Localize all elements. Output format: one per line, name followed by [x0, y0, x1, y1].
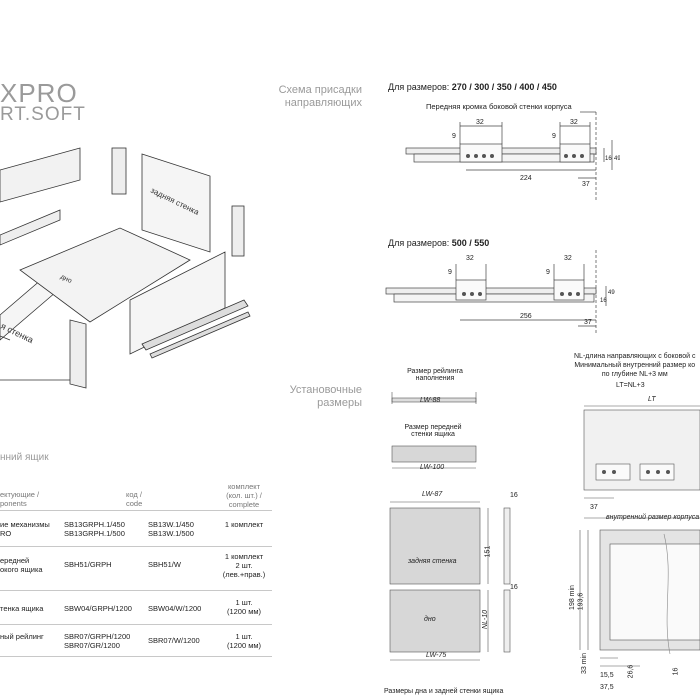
svg-text:9: 9 — [552, 133, 556, 140]
front-wall-dim: LW-100 — [420, 464, 445, 471]
header-complete: комплект(кол. шт.) /complete — [226, 482, 262, 509]
table-row: ередней окого ящика SBH51/GRPH SBH51/W 1… — [0, 546, 272, 591]
box-section-title: нний ящик — [0, 452, 49, 463]
inner-depth-label: внутренний размер корпуса — [606, 514, 700, 521]
install-dimensions-title: Установочные размеры — [289, 384, 362, 409]
thickness-16a: 16 — [510, 492, 518, 499]
dim-37-5: 37,5 — [600, 684, 614, 691]
table-row: ие механизмы RO SB13GRPH.1/450 SB13GRPH.… — [0, 510, 272, 547]
table-header: ектующие /ponents код /code комплект(кол… — [0, 466, 272, 511]
lt-label: LT — [648, 396, 656, 403]
dim-15-5: 15,5 — [600, 672, 614, 679]
svg-text:32: 32 — [466, 255, 474, 262]
svg-text:16: 16 — [600, 298, 607, 304]
table-row: ный рейлинг SBR07/GRPH/1200 SBR07/GR/120… — [0, 624, 272, 657]
back-bottom-drawing — [389, 501, 511, 661]
thickness-16b: 16 — [510, 584, 518, 591]
svg-text:32: 32 — [570, 119, 578, 126]
sizes-heading-2: Для размеров: 500 / 550 — [388, 238, 490, 248]
header-components: ектующие /ponents — [0, 490, 40, 508]
installation-drawing — [579, 405, 700, 667]
dim-33: 33 min — [581, 652, 589, 675]
front-edge-label: Передняя кромка боковой стенки корпуса — [426, 102, 572, 111]
rail-diagram-1: 32 32 9 9 224 37 16 49 — [405, 111, 620, 200]
back-wall-label: задняя стенка — [408, 558, 457, 565]
brand-logo-line2: RT.SOFT — [0, 104, 86, 125]
dim-37: 37 — [590, 504, 598, 511]
lt-equation: LT=NL+3 — [616, 382, 645, 389]
dim-26-6: 26,6 — [627, 664, 635, 679]
dim-16: 16 — [672, 667, 680, 676]
front-wall-drawing — [391, 445, 477, 469]
svg-text:37: 37 — [584, 319, 592, 326]
dim-193: 193,6 — [577, 592, 585, 611]
nl-note: NL-длина направляющих с боковой с Минима… — [574, 353, 696, 378]
scheme-title: Схема присадки направляющих — [278, 84, 362, 109]
railing-title: Размер рейлинга наполнения — [407, 368, 463, 382]
back-wall-top-dim: LW-87 — [422, 491, 443, 498]
sizes-heading-1: Для размеров: 270 / 300 / 350 / 400 / 45… — [388, 82, 557, 92]
svg-text:32: 32 — [476, 119, 484, 126]
railing-dim: LW-88 — [420, 397, 441, 404]
bottom-width-dim: LW-75 — [426, 652, 447, 659]
front-wall-title: Размер передней стенки ящика — [404, 424, 462, 438]
svg-text:37: 37 — [582, 181, 590, 188]
dim-198: 198 min — [568, 585, 576, 610]
svg-text:256: 256 — [520, 313, 532, 320]
railing-drawing — [391, 392, 477, 404]
exploded-drawer-illustration: задняя стенка дно я стенка — [0, 147, 251, 389]
bottom-side-dim: NL-10 — [482, 609, 490, 630]
svg-text:224: 224 — [520, 175, 532, 182]
back-bottom-caption: Размеры дна и задней стенки ящика — [384, 688, 504, 695]
svg-text:9: 9 — [448, 269, 452, 276]
header-code: код /code — [126, 490, 143, 508]
back-wall-height: 151 — [484, 545, 492, 558]
rail-diagram-2: 32 32 9 9 256 37 16 49 — [385, 250, 615, 334]
brand-logo-line1: XPRO — [0, 78, 78, 108]
svg-text:9: 9 — [546, 269, 550, 276]
svg-text:49: 49 — [614, 156, 620, 162]
bottom-label: дно — [424, 616, 436, 623]
svg-text:9: 9 — [452, 133, 456, 140]
svg-text:16: 16 — [605, 156, 612, 162]
svg-text:49: 49 — [608, 290, 615, 296]
table-row: тенка ящика SBW04/GRPH/1200 SBW04/W/1200… — [0, 590, 272, 625]
svg-text:32: 32 — [564, 255, 572, 262]
bottom-label: дно — [59, 274, 73, 286]
